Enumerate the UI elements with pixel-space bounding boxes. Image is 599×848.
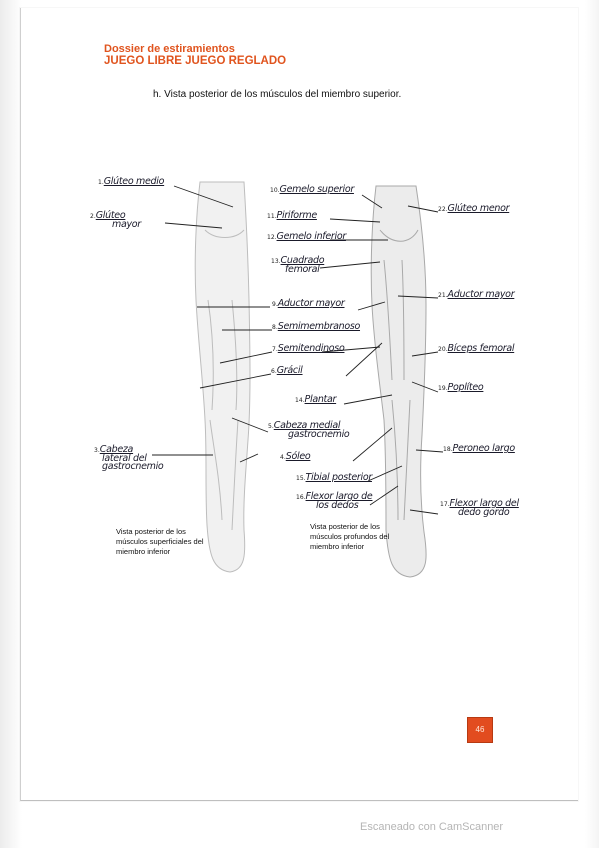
label-text-line2: mayor bbox=[112, 219, 141, 230]
label-text-line2: los dedos bbox=[316, 500, 359, 511]
label-text: Bíceps femoral bbox=[447, 343, 515, 354]
section-title: h. Vista posterior de los músculos del m… bbox=[153, 89, 402, 100]
label-22: 22.Glúteo menor bbox=[438, 203, 510, 214]
superficial-leg-illustration bbox=[194, 181, 251, 573]
label-number: 18. bbox=[443, 446, 453, 453]
label-5: 5.Cabeza medial gastrocnemio bbox=[268, 420, 350, 440]
label-text: Semimembranoso bbox=[277, 321, 361, 332]
label-text-line2: dedo gordo bbox=[458, 507, 510, 518]
label-text: Semitendinoso bbox=[277, 343, 345, 354]
label-text: Flexor largo de bbox=[305, 491, 373, 502]
label-number: 4. bbox=[280, 454, 286, 461]
label-9: 9.Aductor mayor bbox=[272, 298, 345, 309]
label-1: 1.Glúteo medio bbox=[98, 176, 165, 187]
label-19: 19.Poplíteo bbox=[438, 382, 484, 393]
label-number: 11. bbox=[267, 213, 277, 220]
label-11: 11.Piriforme bbox=[267, 210, 318, 221]
label-2: 2.Glúteo mayor bbox=[90, 210, 141, 230]
label-18: 18.Peroneo largo bbox=[443, 443, 516, 454]
label-text: Cabeza medial bbox=[273, 420, 341, 431]
label-number: 21. bbox=[438, 292, 448, 299]
label-number: 17. bbox=[440, 501, 450, 508]
scanner-watermark: Escaneado con CamScanner bbox=[360, 821, 504, 833]
label-number: 3. bbox=[94, 447, 100, 454]
label-text: Plantar bbox=[304, 394, 337, 405]
label-number: 1. bbox=[98, 179, 104, 186]
label-text: Sóleo bbox=[285, 451, 311, 462]
label-number: 20. bbox=[438, 346, 448, 353]
label-13: 13.Cuadrado femoral bbox=[271, 255, 325, 275]
label-20: 20.Bíceps femoral bbox=[438, 343, 515, 354]
label-17: 17.Flexor largo del dedo gordo bbox=[440, 498, 520, 518]
label-number: 7. bbox=[272, 346, 278, 353]
label-4: 4.Sóleo bbox=[280, 451, 311, 462]
label-number: 5. bbox=[268, 423, 274, 430]
label-text: Cabeza bbox=[99, 444, 134, 455]
label-number: 22. bbox=[438, 206, 448, 213]
label-10: 10.Gemelo superior bbox=[270, 184, 355, 195]
label-6: 6.Grácil bbox=[271, 365, 303, 376]
label-text: Aductor mayor bbox=[277, 298, 345, 309]
label-text: Tibial posterior bbox=[305, 472, 373, 483]
label-text: Poplíteo bbox=[447, 382, 484, 393]
label-number: 13. bbox=[271, 258, 281, 265]
label-text-line3: gastrocnemio bbox=[102, 461, 164, 472]
leader-lines bbox=[152, 185, 444, 515]
label-8: 8.Semimembranoso bbox=[272, 321, 361, 332]
label-text: Gemelo superior bbox=[279, 184, 355, 195]
page-number-badge: 46 bbox=[467, 717, 493, 743]
label-number: 6. bbox=[271, 368, 277, 375]
label-text: Glúteo medio bbox=[103, 176, 165, 187]
label-number: 19. bbox=[438, 385, 448, 392]
label-3: 3.Cabeza lateral del gastrocnemio bbox=[94, 444, 164, 472]
label-14: 14.Plantar bbox=[295, 394, 337, 405]
label-21: 21.Aductor mayor bbox=[438, 289, 515, 300]
label-7: 7.Semitendinoso bbox=[272, 343, 345, 354]
document-page bbox=[20, 8, 578, 801]
label-number: 9. bbox=[272, 301, 278, 308]
label-number: 8. bbox=[272, 324, 278, 331]
label-number: 16. bbox=[296, 494, 306, 501]
label-text: Glúteo menor bbox=[447, 203, 510, 214]
label-text: Gemelo inferior bbox=[276, 231, 347, 242]
label-text-line2: gastrocnemio bbox=[288, 429, 350, 440]
label-text: Flexor largo del bbox=[449, 498, 520, 509]
label-number: 10. bbox=[270, 187, 280, 194]
document-header-subtitle: JUEGO LIBRE JUEGO REGLADO bbox=[104, 55, 287, 67]
label-text: Grácil bbox=[276, 365, 303, 376]
label-text: Piriforme bbox=[276, 210, 318, 221]
label-text: Peroneo largo bbox=[452, 443, 516, 454]
label-text: Glúteo bbox=[95, 210, 126, 221]
label-15: 15.Tibial posterior bbox=[296, 472, 373, 483]
caption-superficial: Vista posterior de los músculos superfic… bbox=[116, 527, 204, 556]
deep-leg-illustration bbox=[370, 185, 427, 578]
label-number: 2. bbox=[90, 213, 96, 220]
label-number: 14. bbox=[295, 397, 305, 404]
document-header-title: Dossier de estiramientos bbox=[104, 43, 235, 55]
label-text-line2: lateral del bbox=[102, 453, 147, 464]
label-text: Cuadrado bbox=[280, 255, 325, 266]
label-number: 12. bbox=[267, 234, 277, 241]
label-text: Aductor mayor bbox=[447, 289, 515, 300]
label-number: 15. bbox=[296, 475, 306, 482]
caption-deep: Vista posterior de los músculos profundo… bbox=[310, 522, 390, 551]
label-12: 12.Gemelo inferior bbox=[267, 231, 347, 242]
label-text-line2: femoral bbox=[285, 264, 320, 275]
label-16: 16.Flexor largo de los dedos bbox=[296, 491, 373, 511]
